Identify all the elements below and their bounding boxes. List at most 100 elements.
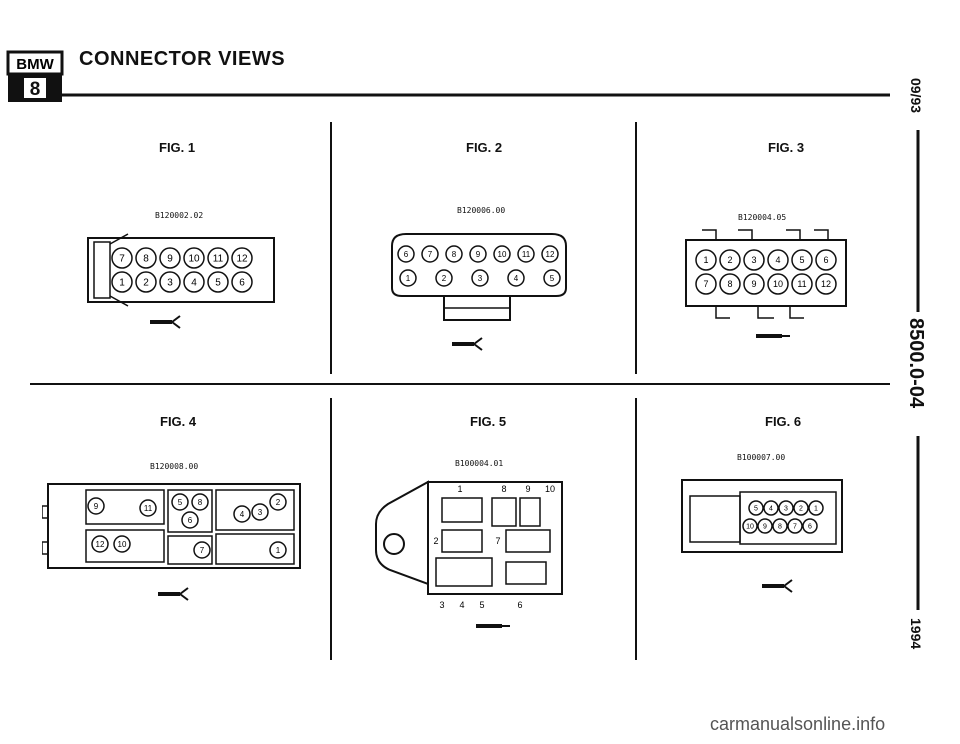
fig-6-pin-5-circle (748, 500, 764, 516)
fig-1-label: FIG. 1 (159, 140, 196, 155)
fig-2-pin-3-circle (471, 269, 489, 287)
fig-1-pin-3-circle (159, 271, 181, 293)
fig-2-pin-10-number: 10 (498, 250, 507, 259)
fig-5-pin-6-number: 6 (517, 600, 522, 610)
fig-2-pin-5-number: 5 (550, 274, 555, 283)
fig-3-pin-2-number: 2 (727, 255, 732, 265)
fig-6-pin-8-number: 8 (778, 523, 782, 530)
fig-4-pin-5-circle (171, 493, 189, 511)
fig-2-pin-12-number: 12 (546, 250, 555, 259)
fig-1-pin-4-circle (183, 271, 205, 293)
fig-1-pin-12-number: 12 (236, 254, 248, 265)
fig-1-pin-5-circle (207, 271, 229, 293)
fig-2-pin-7-number: 7 (428, 250, 433, 259)
fig-4-pin-4-circle (233, 505, 251, 523)
fig-6-pin-7-number: 7 (793, 523, 797, 530)
fig-3-pin-5-number: 5 (799, 255, 804, 265)
fig-1-pin-9-circle (159, 247, 181, 269)
fig-3-pin-7-circle (695, 273, 717, 295)
fig-2-pin-11-number: 11 (522, 250, 531, 259)
fig-4-pin-7-circle (193, 541, 211, 559)
fig-4-pin-9-circle (87, 497, 105, 515)
fig-6-pin-8-circle (772, 518, 788, 534)
fig-2-pin-2-number: 2 (442, 274, 447, 283)
fig-2-pin-1-number: 1 (406, 274, 411, 283)
watermark: carmanualsonline.info (710, 714, 886, 734)
fig-5-pin-7-number: 7 (495, 536, 500, 546)
fig-1-pin-8-number: 8 (143, 254, 149, 265)
side-date: 09/93 (908, 78, 924, 114)
fig-4-pin-12-number: 12 (96, 540, 105, 549)
fig-1-pin-3-number: 3 (167, 278, 173, 289)
fig-2-pin-6-circle (397, 245, 415, 263)
fig-6-pin-3-number: 3 (784, 505, 788, 512)
fig-2-pin-11-circle (517, 245, 535, 263)
fig-2-pin-12-circle (541, 245, 559, 263)
fig-1-pin-4-number: 4 (191, 278, 197, 289)
fig-1-pin-2-number: 2 (143, 278, 149, 289)
fig-1-pin-7-circle (111, 247, 133, 269)
fig-5-pin-1-number: 1 (457, 484, 462, 494)
fig-2-pin-3-number: 3 (478, 274, 483, 283)
fig-4-pin-3-number: 3 (258, 508, 263, 517)
fig-3-pin-2-circle (719, 249, 741, 271)
fig-6-pin-10-number: 10 (746, 523, 754, 530)
fig-2-pin-10-circle (493, 245, 511, 263)
fig-6-pin-2-circle (793, 500, 809, 516)
brand-bottom-text: 8 (30, 79, 41, 100)
fig-6-pin-9-number: 9 (763, 523, 767, 530)
fig-3-pin-7-number: 7 (703, 279, 708, 289)
fig-3-pin-1-circle (695, 249, 717, 271)
fig-4-pin-8-number: 8 (198, 498, 203, 507)
fig-3-pin-12-number: 12 (821, 279, 831, 289)
fig-6-pin-3-circle (778, 500, 794, 516)
fig-3-pin-11-number: 11 (797, 279, 806, 289)
fig-2-pin-9-number: 9 (476, 250, 481, 259)
fig-6-pin-1-number: 1 (814, 505, 818, 512)
fig-5-code: B100004.01 (455, 459, 504, 468)
fig-1-pin-5-number: 5 (215, 278, 221, 289)
fig-3-pin-3-circle (743, 249, 765, 271)
fig-3-pin-8-number: 8 (727, 279, 732, 289)
fig-6-pin-6-number: 6 (808, 523, 812, 530)
fig-4-pin-11-number: 11 (144, 504, 153, 513)
fig-4-pin-11-circle (139, 499, 157, 517)
fig-6-pin-7-circle (787, 518, 803, 534)
fig-6-pin-10-circle (742, 518, 758, 534)
fig-3-pin-1-number: 1 (703, 255, 708, 265)
fig-6-pin-4-circle (763, 500, 779, 516)
fig-4-code: B120008.00 (150, 462, 199, 471)
fig-3-pin-12-circle (815, 273, 837, 295)
fig-4-pin-7-number: 7 (200, 546, 205, 555)
side-year: 1994 (908, 618, 924, 650)
fig-4-pin-8-circle (191, 493, 209, 511)
fig-4-pin-2-circle (269, 493, 287, 511)
side-page-number: 8500.0-04 (905, 318, 927, 409)
fig-1-code: B120002.02 (155, 211, 204, 220)
page-title: CONNECTOR VIEWS (79, 48, 286, 70)
fig-5-pin-3-number: 3 (439, 600, 444, 610)
fig-1-pin-6-circle (231, 271, 253, 293)
fig-6-pin-4-number: 4 (769, 505, 773, 512)
fig-3-pin-5-circle (791, 249, 813, 271)
fig-3-label: FIG. 3 (768, 140, 805, 155)
fig-2-label: FIG. 2 (466, 140, 503, 155)
fig-4-pin-10-number: 10 (118, 540, 127, 549)
fig-2-pin-6-number: 6 (404, 250, 409, 259)
fig-3-pin-11-circle (791, 273, 813, 295)
fig-4-pin-1-circle (269, 541, 287, 559)
fig-4-pin-5-number: 5 (178, 498, 183, 507)
brand-top-text: BMW (16, 56, 54, 73)
fig-1-pin-1-circle (111, 271, 133, 293)
fig-1-pin-7-number: 7 (119, 254, 125, 265)
fig-6-pin-1-circle (808, 500, 824, 516)
